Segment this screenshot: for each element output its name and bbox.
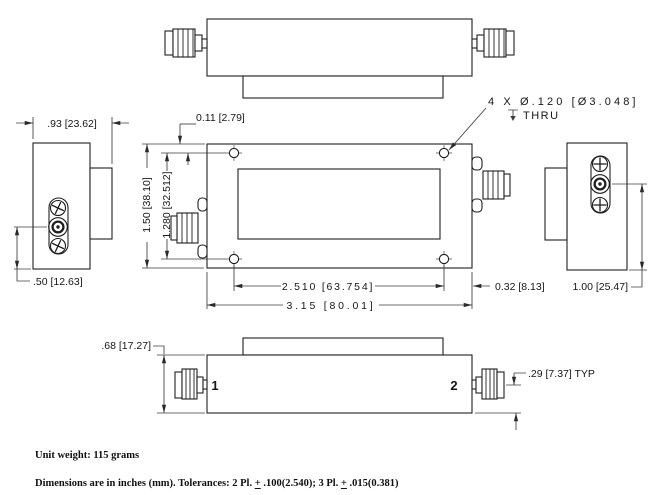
screw-right-bottom <box>591 196 609 214</box>
dim-body-length-text: 3.15 [80.01] <box>286 300 375 312</box>
dim-connector-offset: .29 [7.37] TYP <box>475 368 595 430</box>
dim-hole-spacing-vertical-text: 1.280 [32.512] <box>161 171 173 238</box>
dim-body-thickness: .68 [17.27] <box>101 340 205 414</box>
right-view-body <box>566 142 628 271</box>
dim-hole-spacing-vertical: 1.280 [32.512] <box>161 152 226 260</box>
front-view-recess <box>237 168 441 240</box>
sma-port-left-view <box>48 217 68 237</box>
unit-weight-note: Unit weight: 115 grams <box>35 450 140 461</box>
sma-connector-bottom-left <box>174 368 208 400</box>
mounting-hole-bottom-left <box>226 251 242 267</box>
port-2-label: 2 <box>450 378 457 393</box>
dim-side-height: 1.00 [25.47] <box>573 183 647 293</box>
dim-connector-offset-text: .29 [7.37] TYP <box>528 368 595 380</box>
hole-callout-thru-text: THRU <box>523 110 560 122</box>
dim-body-height-text: 1.50 [38.10] <box>141 177 153 233</box>
dim-side-width-text: .93 [23.62] <box>47 118 97 130</box>
hole-callout-text: 4 X Ø.120 [Ø3.048] <box>488 96 639 108</box>
screw-right-top <box>591 155 609 173</box>
dim-hole-offset-top-text: 0.11 [2.79] <box>196 112 245 124</box>
dim-body-thickness-text: .68 [17.27] <box>101 340 151 352</box>
dim-sma-center-text: .50 [12.63] <box>33 276 83 288</box>
mounting-hole-top-left <box>226 145 242 161</box>
dim-hole-spacing-horizontal-text: 2.510 [63.754] <box>282 281 374 293</box>
sma-port-right-view <box>590 174 610 194</box>
sma-connector-top-right <box>471 28 515 58</box>
front-view-body <box>206 143 473 269</box>
dim-sma-center: .50 [12.63] <box>14 226 83 288</box>
sma-connector-front-left <box>170 197 208 259</box>
dim-hole-spacing-horizontal: 2.510 [63.754] <box>233 265 445 293</box>
bottom-view-flange <box>242 337 444 356</box>
mounting-hole-bottom-right <box>436 251 452 267</box>
front-view <box>170 143 511 269</box>
left-view-body <box>32 142 91 270</box>
sma-connector-bottom-right <box>471 368 505 400</box>
left-side-view <box>32 142 113 270</box>
bottom-view-body <box>206 354 473 414</box>
depth-symbol-icon <box>508 109 518 121</box>
dim-side-height-text: 1.00 [25.47] <box>573 281 629 293</box>
top-view-body <box>206 18 473 77</box>
top-view <box>164 18 515 99</box>
dim-hole-offset-top: 0.11 [2.79] <box>177 112 245 165</box>
sma-connector-top-left <box>164 28 208 58</box>
left-view-flange <box>89 167 113 240</box>
dim-body-length: 3.15 [80.01] <box>206 272 473 312</box>
top-view-flange <box>242 75 444 99</box>
sma-connector-front-right <box>471 156 511 213</box>
port-1-label: 1 <box>211 378 218 393</box>
dim-hole-offset-side-text: 0.32 [8.13] <box>495 281 545 293</box>
screw-left-bottom <box>49 237 67 255</box>
mounting-hole-top-right <box>436 145 452 161</box>
dim-side-width: .93 [23.62] <box>16 117 129 164</box>
tolerance-note: Dimensions are in inches (mm). Tolerance… <box>35 478 399 489</box>
bottom-view: 1 2 <box>174 337 505 414</box>
hole-callout: 4 X Ø.120 [Ø3.048] THRU <box>448 96 639 151</box>
right-view-flange <box>544 167 568 241</box>
dim-body-height: 1.50 [38.10] <box>141 143 205 269</box>
dim-hole-offset-side: 0.32 [8.13] <box>473 281 545 293</box>
right-side-view <box>544 142 628 271</box>
screw-left-top <box>49 199 67 217</box>
